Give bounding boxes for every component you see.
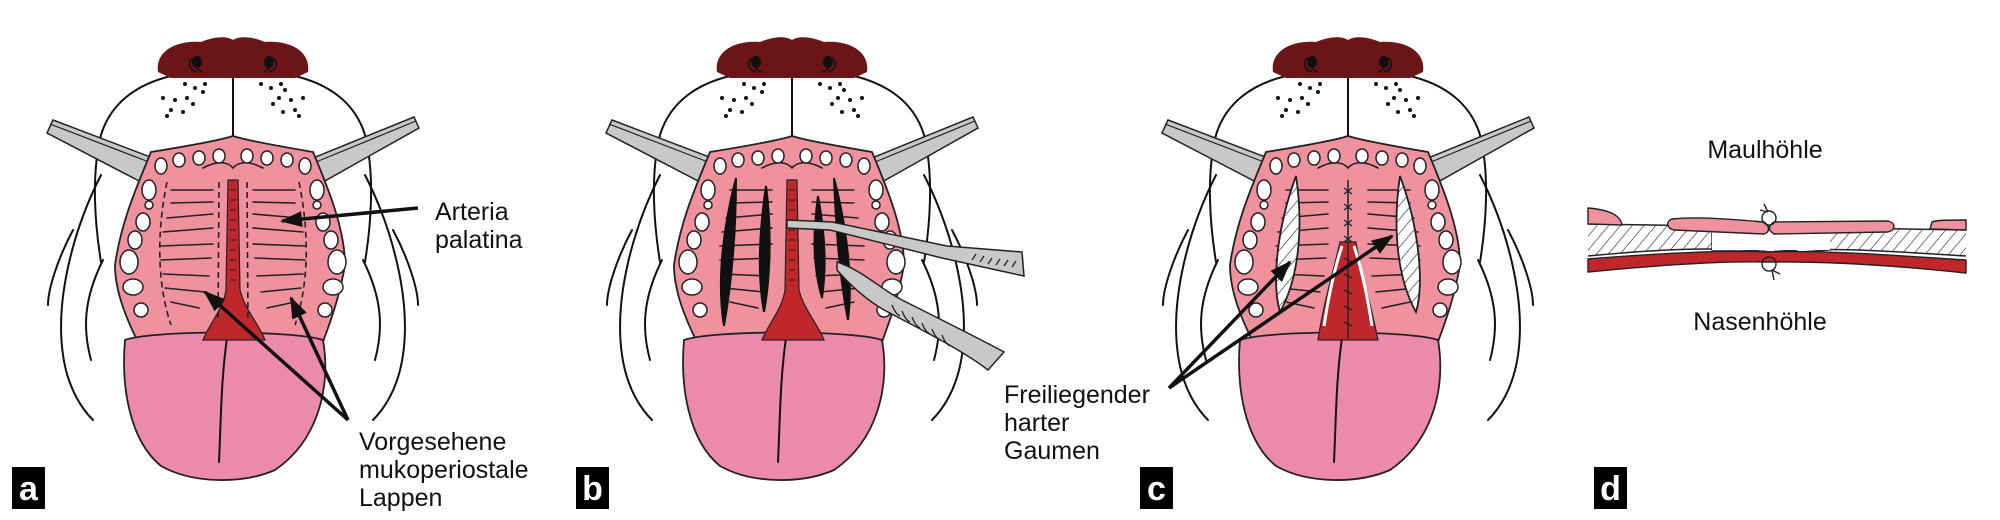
- arrow-icon: [1168, 234, 1394, 390]
- exposed-label-line2: harter: [1004, 409, 1069, 437]
- arteria-label-line1: Arteria: [435, 198, 509, 226]
- flap-label-line3: Lappen: [359, 484, 442, 512]
- arteria-label-line2: palatina: [435, 226, 523, 254]
- svg-text:a: a: [19, 470, 39, 508]
- svg-text:d: d: [1600, 470, 1621, 508]
- arrow-icon: [1167, 260, 1292, 390]
- closed-midline-sutures: [1317, 180, 1379, 341]
- arteria-palatina-annotation: Arteria palatina: [280, 198, 523, 254]
- elevator-instrument: [786, 219, 1025, 277]
- panel-letter-b: b: [576, 467, 609, 509]
- panel-c: [1161, 36, 1535, 482]
- flap-label-line1: Vorgesehene: [359, 428, 506, 456]
- panel-d-cross-section: Maulhöhle Nasenhöhle: [1587, 136, 1967, 336]
- svg-text:c: c: [1147, 470, 1166, 508]
- arrow-icon: [289, 296, 350, 421]
- exposed-bone-right: [1395, 175, 1421, 315]
- panel-letter-a: a: [12, 467, 45, 509]
- oral-cavity-label: Maulhöhle: [1707, 136, 1822, 164]
- flap-annotation: Vorgesehene mukoperiostale Lappen: [203, 290, 529, 512]
- exposed-palate-annotation: Freiliegender harter Gaumen: [1004, 234, 1394, 465]
- nasal-cavity-label: Nasenhöhle: [1693, 308, 1826, 336]
- nasal-mucosa-layer: [1587, 250, 1967, 274]
- svg-text:b: b: [582, 470, 603, 508]
- panel-b: [605, 36, 1025, 482]
- arrow-icon: [203, 290, 350, 422]
- forceps-instrument: [836, 260, 1006, 372]
- panel-letter-d: d: [1594, 467, 1627, 509]
- exposed-label-line1: Freiliegender: [1004, 381, 1150, 409]
- panel-letter-c: c: [1140, 467, 1173, 509]
- flap-label-line2: mukoperiostale: [359, 456, 529, 484]
- mucoperiosteal-flaps: [1587, 207, 1967, 235]
- panel-a: [46, 36, 420, 482]
- arrow-icon: [280, 206, 419, 228]
- exposed-label-line3: Gaumen: [1004, 437, 1100, 465]
- suture-icons: [1759, 203, 1781, 281]
